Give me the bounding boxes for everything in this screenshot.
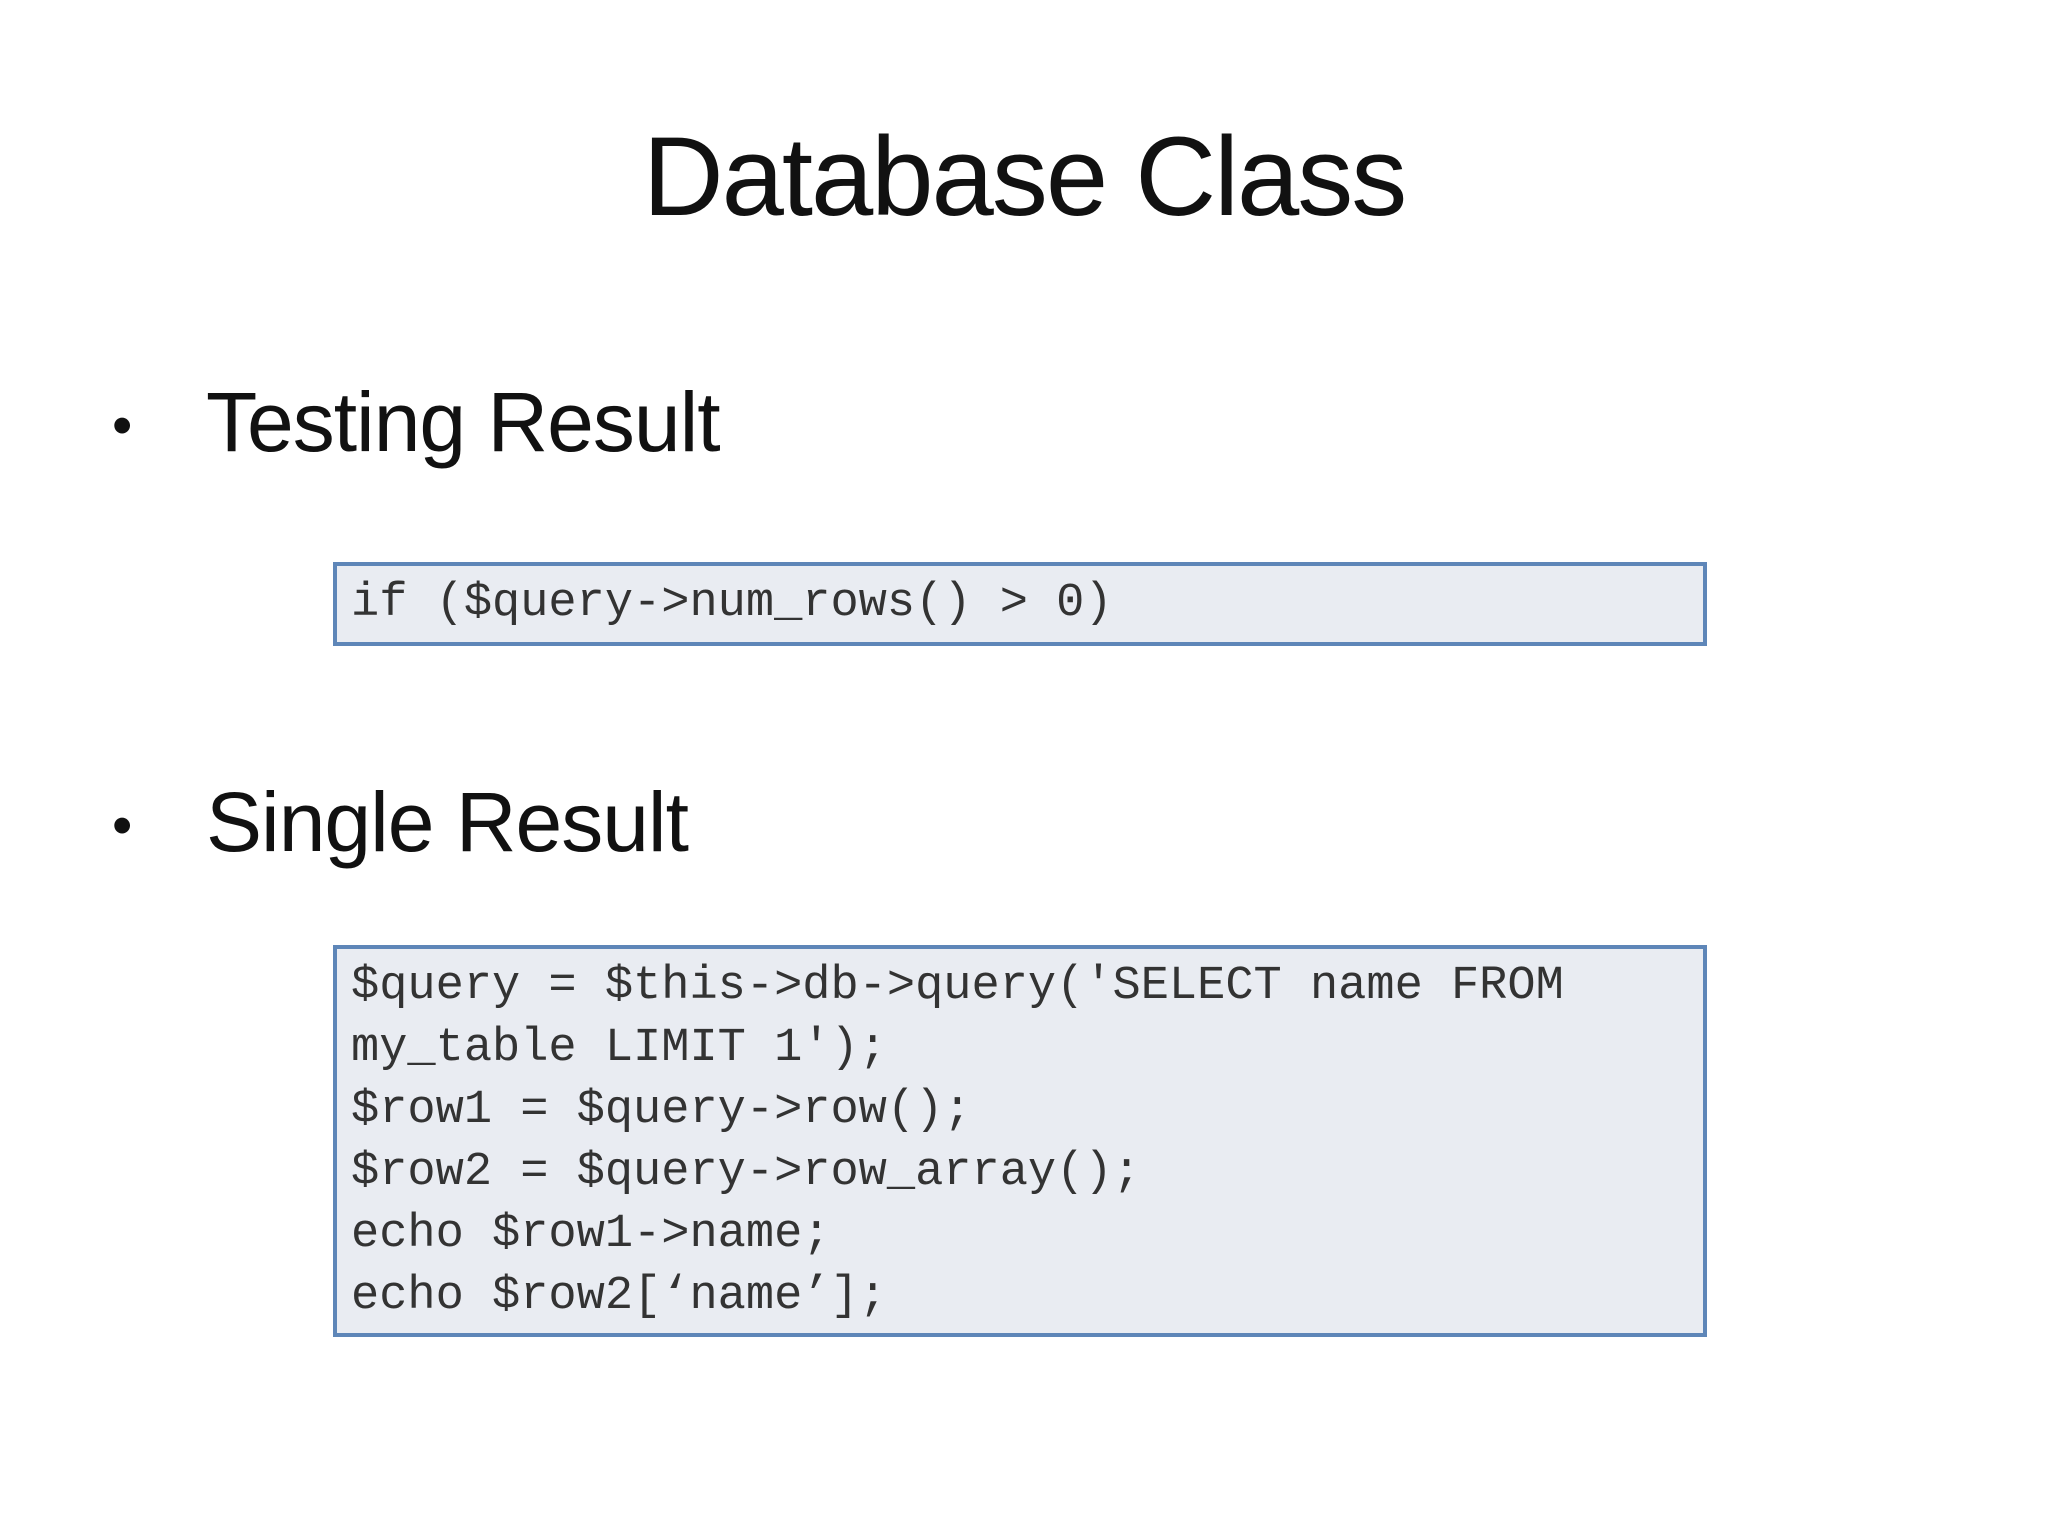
bullet-item-single-result: • Single Result xyxy=(112,775,689,869)
code-line: if ($query->num_rows() > 0) xyxy=(351,577,1113,630)
code-line: $row1 = $query->row(); xyxy=(351,1084,972,1137)
bullet-icon: • xyxy=(112,393,132,458)
code-line: $row2 = $query->row_array(); xyxy=(351,1146,1141,1199)
bullet-item-testing-result: • Testing Result xyxy=(112,375,721,469)
bullet-icon: • xyxy=(112,793,132,858)
code-line: my_table LIMIT 1'); xyxy=(351,1022,887,1075)
code-line: echo $row2[‘name’]; xyxy=(351,1270,887,1323)
bullet-label-single-result: Single Result xyxy=(206,775,689,869)
code-box-testing-result: if ($query->num_rows() > 0) xyxy=(333,562,1707,646)
code-line: echo $row1->name; xyxy=(351,1208,831,1261)
bullet-label-testing-result: Testing Result xyxy=(206,375,721,469)
page-title: Database Class xyxy=(642,114,1408,239)
code-box-single-result: $query = $this->db->query('SELECT name F… xyxy=(333,945,1707,1337)
code-line: $query = $this->db->query('SELECT name F… xyxy=(351,960,1564,1013)
